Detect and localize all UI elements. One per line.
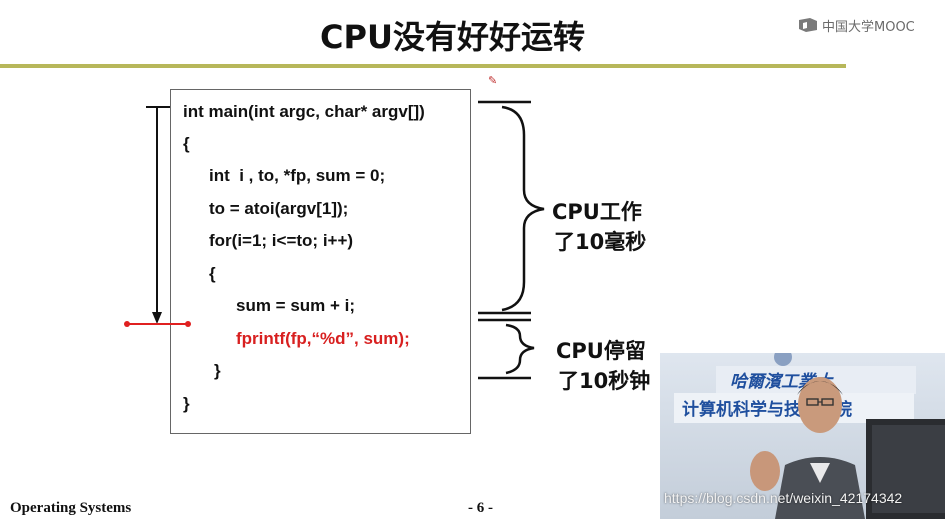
- code-line: int i , to, *fp, sum = 0;: [209, 166, 386, 185]
- lecturer-hand: [750, 451, 780, 491]
- cpu-work-line-1: CPU工作: [552, 200, 642, 224]
- slide-title: CPU没有好好运转: [320, 18, 585, 56]
- lecturer-hair: [797, 381, 843, 395]
- code-line: }: [214, 361, 221, 380]
- execution-arrow-head-icon: [152, 312, 162, 324]
- marker-dot-left: [124, 321, 130, 327]
- cpu-stall-brace-icon: [505, 323, 535, 375]
- code-line-highlighted: fprintf(fp,“%d”, sum);: [236, 329, 410, 348]
- code-line: {: [209, 264, 216, 283]
- mooc-logo-icon: [799, 18, 817, 32]
- mooc-logo: 中国大学MOOC: [798, 14, 915, 36]
- lecturer-video-frame: 哈爾濱工業大 计算机科学与技术学院: [660, 353, 945, 519]
- cpu-work-brace-icon: [501, 105, 545, 312]
- cpu-work-line-2: 了10毫秒: [554, 230, 647, 254]
- code-line: to = atoi(argv[1]);: [209, 199, 349, 218]
- code-line: for(i=1; i<=to; i++): [209, 231, 354, 250]
- code-line: }: [183, 394, 190, 413]
- cpu-stall-annotation: CPU停留 了10秒钟: [556, 336, 650, 396]
- footer-course-name: Operating Systems: [10, 500, 132, 516]
- code-line: sum = sum + i;: [236, 296, 356, 315]
- university-emblem-icon: [774, 353, 792, 366]
- cpu-stall-line-1: CPU停留: [556, 339, 646, 363]
- cpu-work-annotation: CPU工作 了10毫秒: [552, 197, 646, 257]
- code-box: [170, 89, 471, 434]
- title-underline: [0, 64, 846, 68]
- mooc-logo-text: 中国大学MOOC: [822, 19, 915, 35]
- pen-cursor-icon: ✎: [488, 75, 498, 87]
- code-line: {: [183, 134, 190, 153]
- lecturer-face: [798, 377, 842, 433]
- cpu-stall-line-2: 了10秒钟: [558, 369, 651, 393]
- footer-page-number: - 6 -: [468, 500, 493, 516]
- lecturer-video[interactable]: 哈爾濱工業大 计算机科学与技术学院: [660, 353, 945, 519]
- lecturer-jacket: [775, 457, 865, 519]
- code-line: int main(int argc, char* argv[]): [183, 102, 425, 121]
- watermark-url: https://blog.csdn.net/weixin_42174342: [664, 490, 903, 506]
- marker-dot-right: [185, 321, 191, 327]
